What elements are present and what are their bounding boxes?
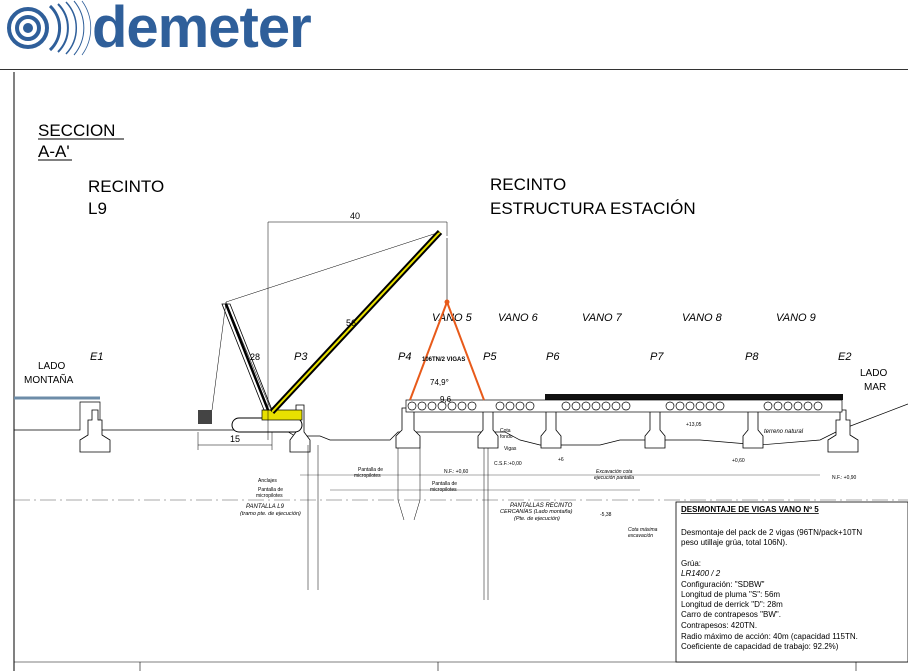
info-spec4: Carro de contrapesos "BW".	[681, 610, 781, 619]
span-vano-6: VANO 6	[498, 312, 539, 324]
svg-text:ejecución pantalla: ejecución pantalla	[594, 475, 634, 481]
info-box-text: DESMONTAJE DE VIGAS VANO Nº 5 Desmontaje…	[681, 505, 862, 651]
svg-text:CERCANÍAS (Lado montaña): CERCANÍAS (Lado montaña)	[500, 508, 573, 515]
svg-text:PANTALLA L9: PANTALLA L9	[246, 504, 285, 510]
support-p5: P5	[483, 351, 497, 363]
info-box	[675, 501, 908, 663]
support-e2: E2	[838, 351, 851, 363]
svg-text:Excavación cota: Excavación cota	[596, 469, 633, 475]
svg-text:N.F.: +0,90: N.F.: +0,90	[832, 475, 857, 481]
lado-montana-1: LADO	[38, 361, 65, 372]
dimension-radius: 40	[267, 211, 448, 440]
svg-text:(Pte. de ejecución): (Pte. de ejecución)	[514, 516, 560, 522]
svg-text:fondo: fondo	[500, 434, 513, 440]
lado-mar-1: LADO	[860, 368, 887, 379]
demeter-logo-icon	[7, 0, 92, 56]
info-spec2: Longitud de pluma "S": 56m	[681, 590, 780, 599]
angle-label: 74,9°	[430, 378, 449, 387]
support-p6: P6	[546, 351, 560, 363]
dimension-15: 15	[230, 434, 240, 444]
span-vano-7: VANO 7	[582, 312, 623, 324]
svg-text:+0,60: +0,60	[732, 458, 745, 464]
svg-text:Pantalla de: Pantalla de	[358, 467, 383, 473]
svg-text:PANTALLAS RECINTO: PANTALLAS RECINTO	[510, 503, 573, 509]
header-divider	[0, 69, 908, 70]
ground-line	[14, 396, 908, 446]
svg-text:terreno natural: terreno natural	[764, 429, 804, 435]
support-p7: P7	[650, 351, 664, 363]
support-p3: P3	[294, 351, 308, 363]
logo-text: demeter	[92, 0, 312, 60]
recinto-left-2: L9	[88, 199, 107, 218]
svg-text:micropilotes: micropilotes	[256, 493, 283, 499]
svg-text:+6: +6	[558, 457, 564, 463]
svg-text:Anclajes: Anclajes	[258, 478, 277, 484]
svg-text:Cota máxima: Cota máxima	[628, 527, 658, 533]
info-spec5: Contrapesos: 420TN.	[681, 621, 757, 630]
boom-length-56: 56	[346, 318, 356, 328]
svg-text:micropilotes: micropilotes	[354, 473, 381, 479]
lado-montana-2: MONTAÑA	[24, 373, 74, 386]
support-p8: P8	[745, 351, 759, 363]
svg-text:N.F.: +0,60: N.F.: +0,60	[444, 469, 469, 475]
svg-text:-5,38: -5,38	[600, 512, 612, 518]
dimension-40: 40	[350, 211, 360, 221]
engineering-drawing: SECCION A-A' RECINTO L9 RECINTO ESTRUCTU…	[13, 72, 908, 671]
annotations: Anclajes Pantalla de micropilotes PANTAL…	[240, 422, 857, 539]
info-spec6: Radio máximo de acción: 40m (capacidad 1…	[681, 632, 858, 641]
crawler-crane	[198, 229, 485, 433]
piles	[307, 445, 489, 600]
info-crane-label: Grúa:	[681, 559, 701, 568]
svg-text:Vigas: Vigas	[504, 446, 517, 452]
svg-text:micropilotes: micropilotes	[430, 487, 457, 493]
svg-text:excavación: excavación	[628, 533, 653, 539]
section-title-2: A-A'	[38, 142, 70, 161]
recinto-right-1: RECINTO	[490, 175, 566, 194]
recinto-right-2: ESTRUCTURA ESTACIÓN	[490, 199, 696, 218]
section-title-1: SECCION	[38, 121, 115, 140]
span-vano-9: VANO 9	[776, 312, 816, 324]
load-label: 106TN/2 VIGAS	[422, 357, 465, 363]
lado-mar-2: MAR	[864, 382, 886, 393]
info-spec3: Longitud de derrick "D": 28m	[681, 600, 783, 609]
derrick-length-28: 28	[250, 352, 260, 362]
info-line2: peso utillaje grúa, total 106N).	[681, 538, 787, 547]
info-crane-model: LR1400 / 2	[681, 569, 721, 578]
svg-text:+13,05: +13,05	[686, 422, 702, 428]
recinto-left-1: RECINTO	[88, 177, 164, 196]
dimension-9-6: 9,6	[440, 395, 452, 404]
svg-text:Pantalla de: Pantalla de	[432, 481, 457, 487]
support-p4: P4	[398, 351, 411, 363]
svg-text:Pantalla de: Pantalla de	[258, 487, 283, 493]
svg-text:C.S.F.:+0,00: C.S.F.:+0,00	[494, 461, 522, 467]
span-vano-8: VANO 8	[682, 312, 723, 324]
info-spec1: Configuración: "SDBW"	[681, 580, 765, 589]
header: demeter	[0, 0, 908, 70]
info-title: DESMONTAJE DE VIGAS VANO Nº 5	[681, 505, 819, 514]
svg-text:(tramo pte. de ejecución): (tramo pte. de ejecución)	[240, 511, 301, 517]
info-spec7: Coeficiente de capacidad de trabajo: 92.…	[681, 642, 839, 651]
support-e1: E1	[90, 351, 103, 363]
info-line1: Desmontaje del pack de 2 vigas (96TN/pac…	[681, 528, 862, 537]
bridge-deck	[405, 394, 843, 413]
svg-text:Cota: Cota	[500, 428, 511, 434]
dimension-track: 15	[197, 432, 273, 450]
